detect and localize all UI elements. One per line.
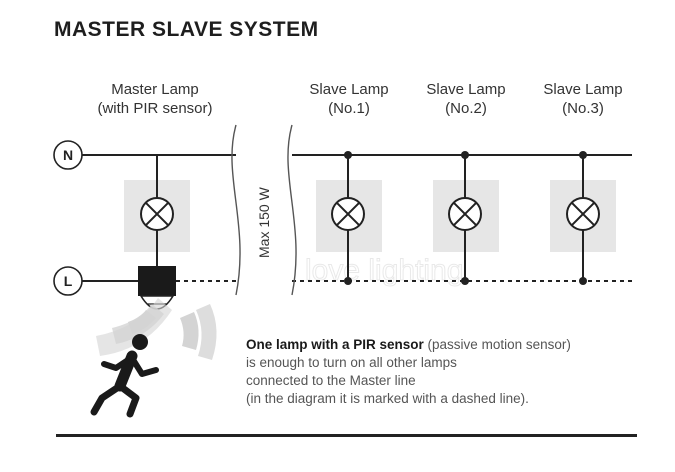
- running-person-icon: [90, 334, 159, 418]
- pir-sensor-box: [138, 266, 176, 296]
- description-line-3: connected to the Master line: [246, 373, 416, 388]
- slave-lamp-3-label-line1: Slave Lamp: [543, 81, 623, 98]
- watermark-logo: love lighting: [305, 254, 464, 288]
- description-line-4: (in the diagram it is marked with a dash…: [246, 391, 529, 406]
- slave-lamp-1-label-line2: (No.1): [328, 100, 370, 117]
- motion-waves-icon: [96, 298, 217, 360]
- description-line-2: is enough to turn on all other lamps: [246, 355, 457, 370]
- lamp-backgrounds: [124, 180, 616, 252]
- description-lead: One lamp with a PIR sensor: [246, 337, 424, 352]
- slave-lamp-2: [448, 151, 482, 285]
- master-lamp-label-line1: Master Lamp: [111, 81, 199, 98]
- description: One lamp with a PIR sensor (passive moti…: [246, 336, 571, 408]
- live-terminal-label: L: [64, 273, 73, 289]
- slave-lamp-3-label: Slave Lamp (No.3): [503, 80, 663, 118]
- slave-lamp-2-label: Slave Lamp (No.2): [386, 80, 546, 118]
- master-lamp-label: Master Lamp (with PIR sensor): [75, 80, 235, 118]
- slave-lamp-3: [566, 151, 600, 285]
- slave-lamp-2-label-line1: Slave Lamp: [426, 81, 506, 98]
- break-mark-left: [231, 124, 241, 296]
- break-mark-right: [287, 124, 297, 296]
- page-title: MASTER SLAVE SYSTEM: [54, 18, 319, 41]
- watermark-text: love lighting: [305, 254, 463, 287]
- bottom-divider: [56, 434, 637, 437]
- description-line-1: One lamp with a PIR sensor (passive moti…: [246, 336, 571, 354]
- master-lamp-label-line2: (with PIR sensor): [97, 100, 213, 117]
- slave-lamp-1-label: Slave Lamp (No.1): [269, 80, 429, 118]
- slave-lamp-1-label-line1: Slave Lamp: [309, 81, 389, 98]
- slave-lamp-1: [331, 151, 365, 285]
- slave-lamp-2-label-line2: (No.2): [445, 100, 487, 117]
- max-power-label: Max 150 W: [256, 186, 272, 258]
- description-lead-suffix: (passive motion sensor): [423, 337, 571, 352]
- neutral-terminal-label: N: [63, 147, 73, 163]
- slave-lamp-3-label-line2: (No.3): [562, 100, 604, 117]
